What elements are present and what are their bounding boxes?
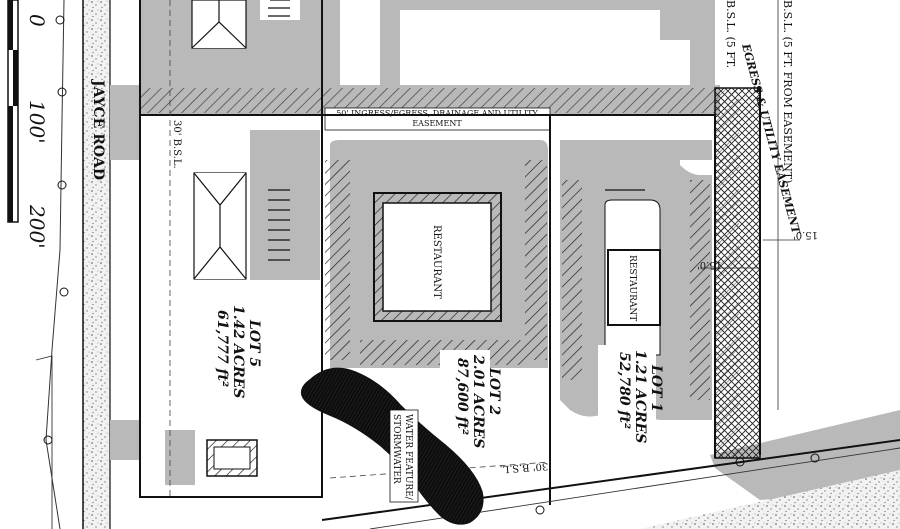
easement-label-line2: EASEMENT <box>412 119 462 128</box>
restaurant-building-lot2: RESTAURANT <box>373 192 502 322</box>
scale-label-100: 100' <box>25 100 49 144</box>
lot2-sqft: 87,600 ft² <box>454 358 470 435</box>
scale-label-200: 200' <box>25 204 49 249</box>
lot1-name: LOT 1 <box>648 364 664 412</box>
scale-bar: 0 100' 200' <box>7 0 49 249</box>
water-feature-label-2: STORMWATER <box>391 414 401 484</box>
lot2-acres: 2.01 ACRES <box>470 354 486 448</box>
lot5-building <box>191 0 247 280</box>
road-shoulder <box>83 0 110 529</box>
dim-15-right: 15.0' <box>793 229 818 240</box>
lot5-label: LOT 5 1.42 ACRES 61,777 ft² <box>200 300 262 400</box>
water-feature-label-1: WATER FEATURE/ <box>403 414 413 501</box>
restaurant-building-lot1: RESTAURANT <box>607 249 661 326</box>
bsl-right-label-2: B.S.L. (5 FT. FROM EASEMENT) <box>781 0 794 183</box>
lot5-sqft: 61,777 ft² <box>214 310 230 387</box>
bsl-bottom-label: 30' B.S.L. <box>499 460 548 474</box>
lot1-sqft: 52,780 ft² <box>616 352 632 429</box>
bsl-left-label: 30' B.S.L. <box>171 120 182 169</box>
road-utility-line <box>35 0 65 529</box>
restaurant-label-lot2: RESTAURANT <box>431 225 442 299</box>
bsl-right-label-1: B.S.L. (5 FT. <box>724 0 737 68</box>
lot5-acres: 1.42 ACRES <box>230 305 246 398</box>
lot1-label: LOT 1 1.21 ACRES 52,780 ft² <box>598 345 664 443</box>
survey-markers <box>43 15 820 515</box>
lot5-name: LOT 5 <box>246 319 262 367</box>
lot2-name: LOT 2 <box>486 367 502 415</box>
lot-boundaries <box>139 0 900 521</box>
lot2-label: LOT 2 2.01 ACRES 87,600 ft² <box>440 350 502 450</box>
easement-label-line1: 50' INGRESS/EGRESS, DRAINAGE AND UTILITY <box>336 109 538 118</box>
parking-stalls <box>268 0 645 261</box>
road-name-label: JAYCE ROAD <box>90 78 106 180</box>
lot1-acres: 1.21 ACRES <box>632 350 648 443</box>
scale-label-0: 0 <box>25 14 49 27</box>
bottom-shoulder <box>640 470 900 529</box>
restaurant-label-lot1: RESTAURANT <box>627 255 637 321</box>
